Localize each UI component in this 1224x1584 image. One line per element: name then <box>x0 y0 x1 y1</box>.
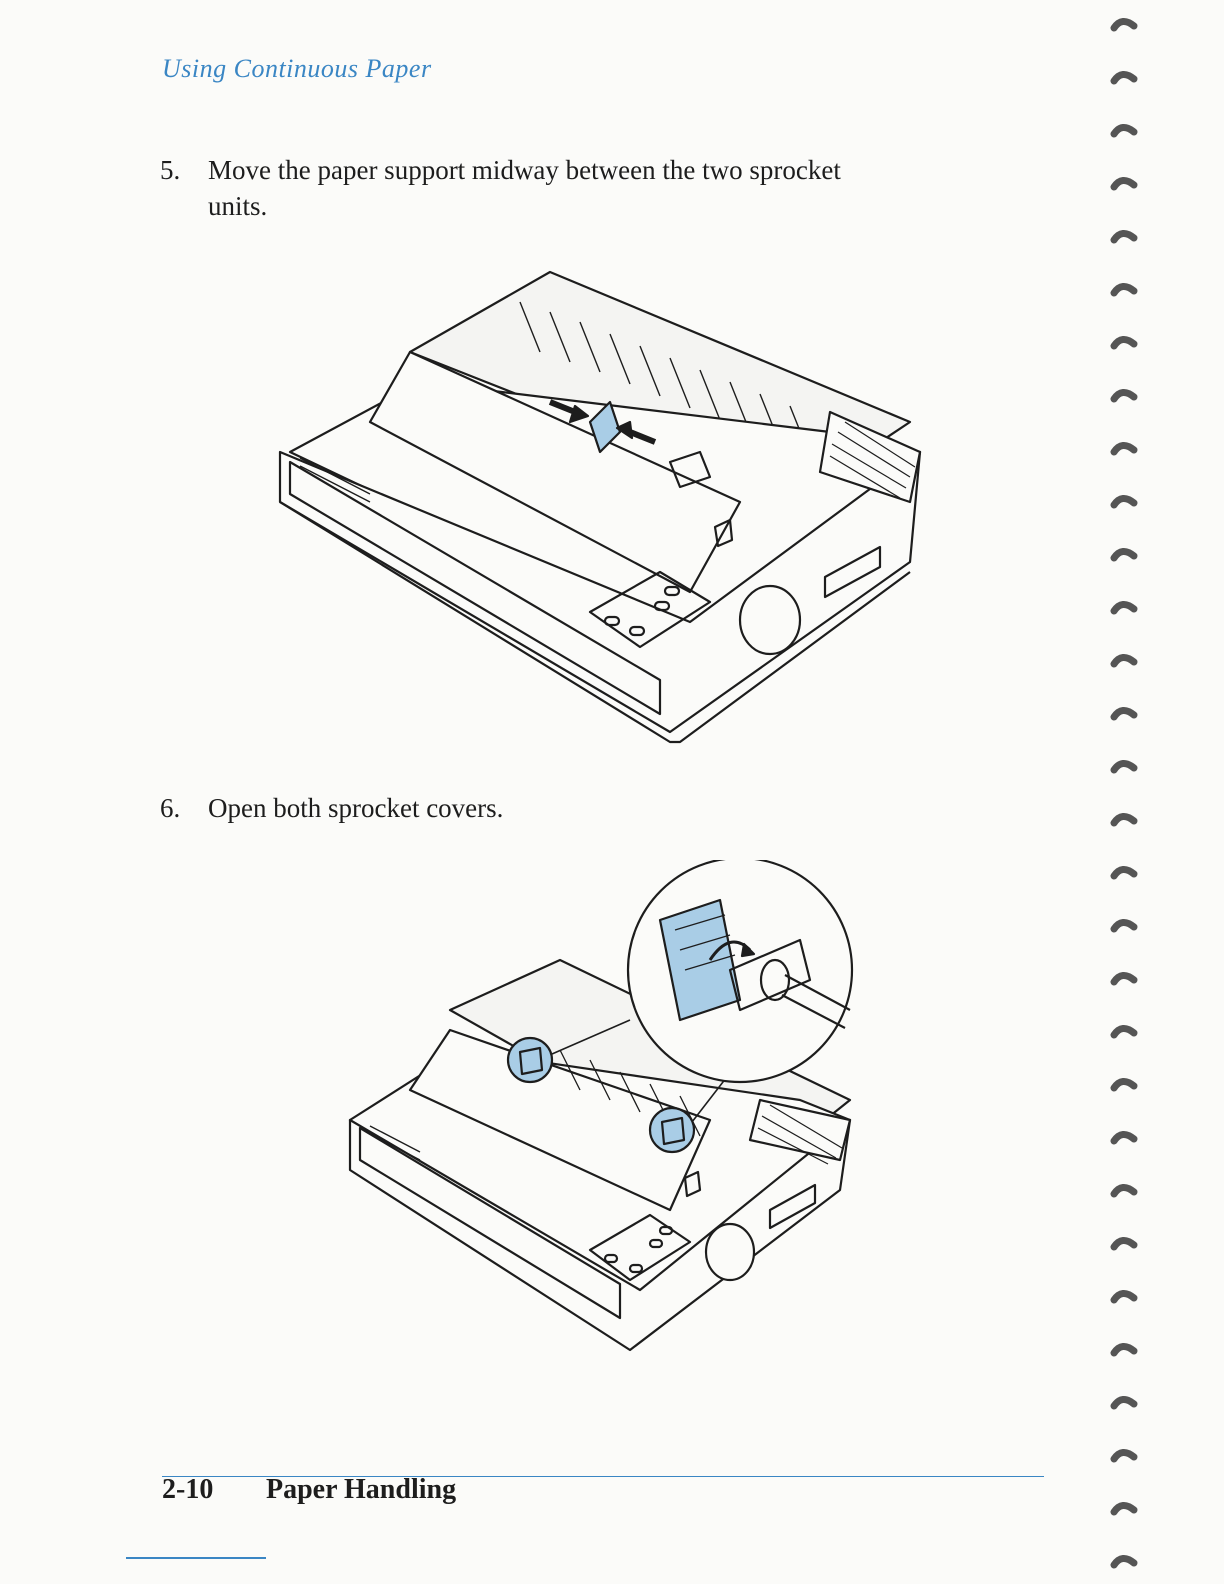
bottom-rule <box>126 1557 266 1559</box>
binding-ring <box>1114 604 1134 611</box>
binding-ring <box>1114 233 1134 240</box>
spiral-binding <box>1100 0 1160 1584</box>
binding-ring <box>1114 180 1134 187</box>
binding-ring <box>1114 127 1134 134</box>
binding-ring <box>1114 21 1134 28</box>
binding-ring <box>1114 1293 1134 1300</box>
binding-ring <box>1114 1452 1134 1459</box>
page-number: 2-10 <box>162 1474 266 1506</box>
printer-paper-support-figure <box>270 262 930 752</box>
step-text: Move the paper support midway between th… <box>208 152 988 224</box>
binding-ring <box>1114 710 1134 717</box>
binding-ring <box>1114 1505 1134 1512</box>
printer-sprocket-covers-figure <box>330 860 870 1360</box>
binding-ring <box>1114 869 1134 876</box>
step-6: 6. Open both sprocket covers. <box>160 790 1000 830</box>
section-title: Paper Handling <box>266 1474 456 1505</box>
binding-ring <box>1114 1240 1134 1247</box>
binding-ring <box>1114 339 1134 346</box>
binding-ring <box>1114 763 1134 770</box>
step-number: 6. <box>160 790 200 826</box>
running-head: Using Continuous Paper <box>162 54 432 84</box>
binding-ring <box>1114 816 1134 823</box>
binding-ring <box>1114 392 1134 399</box>
step-text-line: units. <box>208 191 267 221</box>
binding-ring <box>1114 445 1134 452</box>
step-5: 5. Move the paper support midway between… <box>160 152 1000 232</box>
step-text: Open both sprocket covers. <box>208 790 988 826</box>
binding-ring <box>1114 1399 1134 1406</box>
binding-ring <box>1114 286 1134 293</box>
binding-ring <box>1114 975 1134 982</box>
binding-ring <box>1114 498 1134 505</box>
binding-ring <box>1114 551 1134 558</box>
binding-ring <box>1114 922 1134 929</box>
step-number: 5. <box>160 152 200 188</box>
binding-ring <box>1114 1187 1134 1194</box>
binding-ring <box>1114 1081 1134 1088</box>
binding-ring <box>1114 1346 1134 1353</box>
binding-ring <box>1114 74 1134 81</box>
step-text-line: Move the paper support midway between th… <box>208 155 841 185</box>
binding-ring <box>1114 1028 1134 1035</box>
binding-ring <box>1114 1134 1134 1141</box>
binding-ring <box>1114 1558 1134 1565</box>
binding-ring <box>1114 657 1134 664</box>
